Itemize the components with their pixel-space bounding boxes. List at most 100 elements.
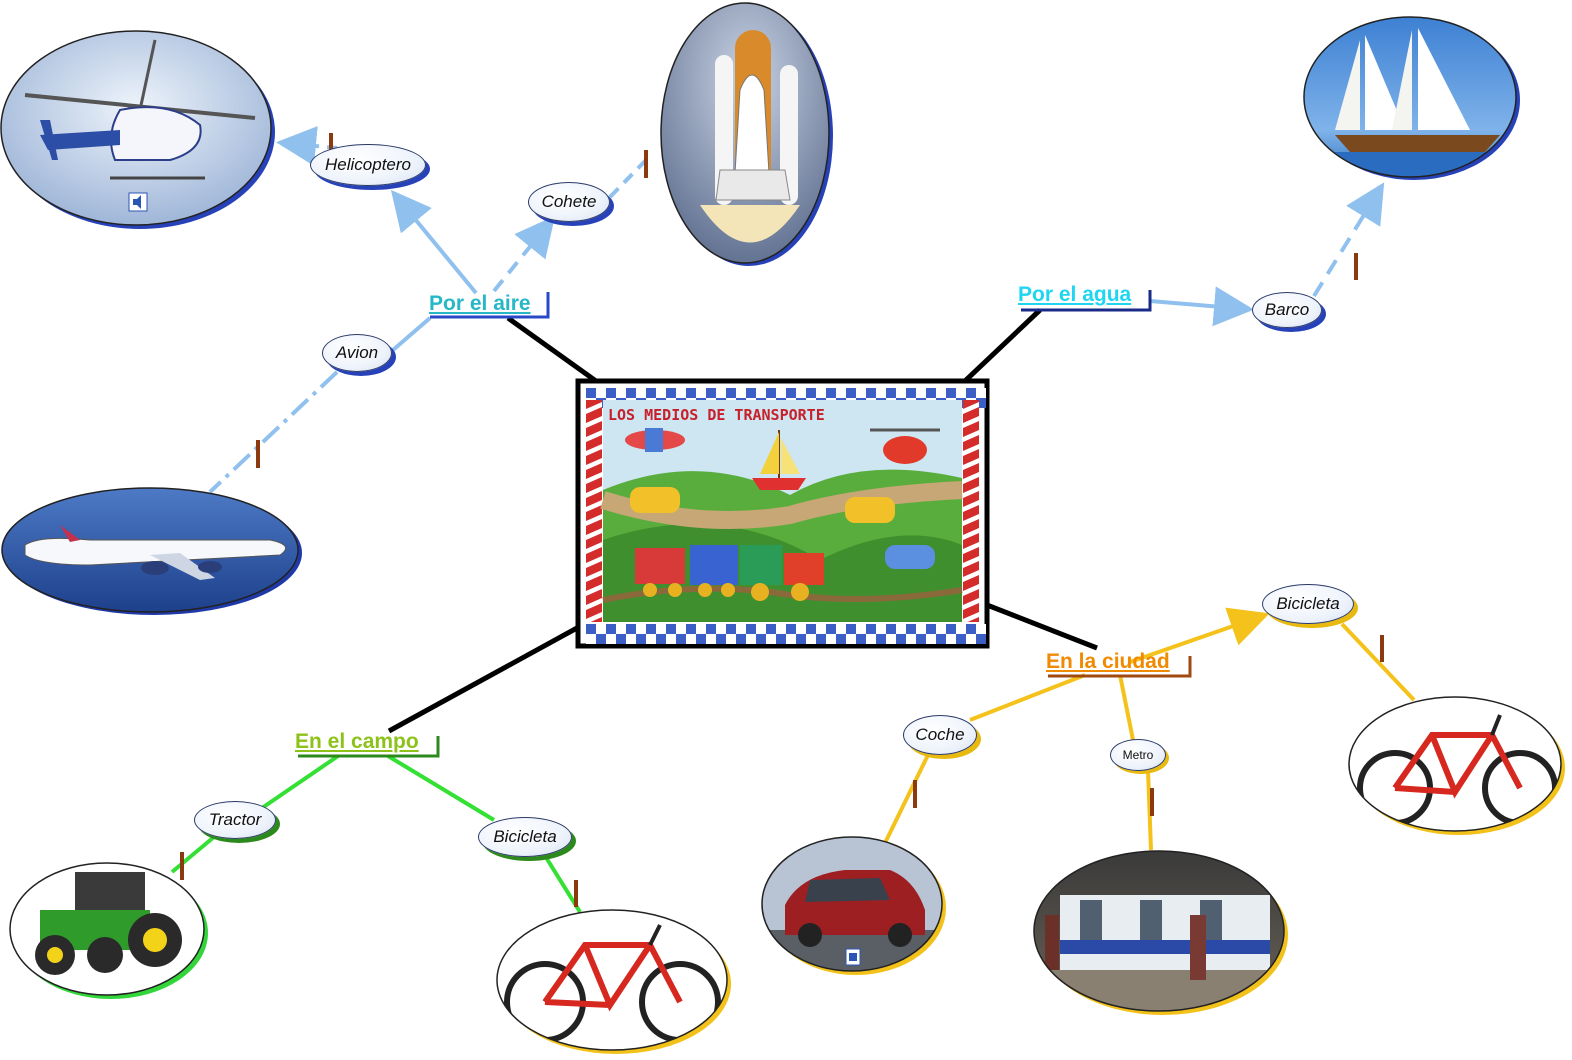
branch-en-el-campo[interactable]: En el campo xyxy=(295,730,419,753)
stripe xyxy=(963,570,979,582)
checker-square xyxy=(976,398,986,408)
air-branch-lines xyxy=(208,126,650,494)
checker-square xyxy=(906,624,916,634)
checker-square xyxy=(966,388,976,398)
checker-square xyxy=(896,624,906,634)
branch-por-el-agua[interactable]: Por el agua xyxy=(1018,283,1132,306)
central-connectors xyxy=(387,308,1098,734)
stripe xyxy=(586,598,602,610)
branch-en-la-ciudad[interactable]: En la ciudad xyxy=(1046,650,1170,673)
checker-square xyxy=(816,624,826,634)
checker-square xyxy=(606,388,616,398)
checker-square xyxy=(786,388,796,398)
stripe xyxy=(586,472,602,484)
checker-square xyxy=(976,388,986,398)
toy-boat xyxy=(752,430,806,490)
toy-plane xyxy=(625,428,685,452)
checker-square xyxy=(876,634,886,644)
checker-square xyxy=(826,624,836,634)
node-barco[interactable]: Barco xyxy=(1252,292,1322,328)
checker-square xyxy=(676,634,686,644)
branch-por-el-aire[interactable]: Por el aire xyxy=(429,292,531,315)
checker-square xyxy=(876,388,886,398)
helicopter-photo[interactable] xyxy=(0,30,275,229)
stripe xyxy=(963,458,979,470)
node-cohete[interactable]: Cohete xyxy=(528,182,610,222)
checker-square xyxy=(956,388,966,398)
stripe xyxy=(586,514,602,526)
node-metro[interactable]: Metro xyxy=(1110,739,1166,771)
checker-square xyxy=(856,624,866,634)
car-photo[interactable] xyxy=(761,836,946,975)
stripe xyxy=(963,500,979,512)
checker-square xyxy=(866,388,876,398)
airliner-photo[interactable] xyxy=(0,485,302,615)
checker-square xyxy=(946,624,956,634)
checker-square xyxy=(866,624,876,634)
checker-square xyxy=(726,634,736,644)
link-markers xyxy=(180,133,1384,907)
stripe xyxy=(963,402,979,414)
checker-square xyxy=(786,634,796,644)
checker-square xyxy=(946,634,956,644)
node-label: Bicicleta xyxy=(1276,594,1340,613)
node-coche[interactable]: Coche xyxy=(903,715,977,755)
checker-square xyxy=(816,634,826,644)
checker-square xyxy=(896,634,906,644)
node-avion[interactable]: Avion xyxy=(322,334,392,372)
checker-square xyxy=(936,388,946,398)
stripe xyxy=(963,472,979,484)
stripe xyxy=(963,416,979,428)
node-label: Barco xyxy=(1264,300,1310,319)
checker-square xyxy=(686,624,696,634)
mountain-bike-photo-city[interactable] xyxy=(1348,696,1565,837)
node-helicoptero[interactable]: Helicoptero xyxy=(310,144,426,186)
checker-square xyxy=(846,634,856,644)
checker-square xyxy=(966,624,976,634)
node-tractor[interactable]: Tractor xyxy=(194,801,276,839)
mountain-bike-photo[interactable] xyxy=(495,909,731,1055)
checker-square xyxy=(756,634,766,644)
node-label: Tractor xyxy=(208,810,262,829)
checker-square xyxy=(916,624,926,634)
checker-square xyxy=(706,388,716,398)
checker-square xyxy=(746,624,756,634)
toy-police-car xyxy=(885,545,935,569)
stripe xyxy=(586,570,602,582)
sailing-ship-photo[interactable] xyxy=(1300,15,1520,182)
node-label: Coche xyxy=(915,725,965,744)
central-image[interactable]: LOS MEDIOS DE TRANSPORTE xyxy=(575,378,990,649)
central-title: LOS MEDIOS DE TRANSPORTE xyxy=(608,406,825,424)
checker-square xyxy=(976,634,986,644)
checker-square xyxy=(736,388,746,398)
speaker-icon[interactable] xyxy=(128,192,148,212)
checker-square xyxy=(586,388,596,398)
stripe xyxy=(586,444,602,456)
checker-square xyxy=(976,624,986,634)
film-icon[interactable] xyxy=(845,948,861,966)
stripe xyxy=(586,584,602,596)
metro-station-photo[interactable] xyxy=(1033,850,1288,1016)
checker-square xyxy=(926,388,936,398)
node-bicicleta-campo[interactable]: Bicicleta xyxy=(478,817,572,857)
checker-square xyxy=(656,634,666,644)
checker-square xyxy=(856,634,866,644)
stripe xyxy=(963,444,979,456)
checker-square xyxy=(866,634,876,644)
node-bicicleta-ciudad[interactable]: Bicicleta xyxy=(1262,584,1354,624)
tractor-photo[interactable] xyxy=(9,862,210,999)
checker-square xyxy=(796,624,806,634)
checker-square xyxy=(636,388,646,398)
checker-square xyxy=(956,624,966,634)
checker-square xyxy=(616,388,626,398)
stripe xyxy=(586,528,602,540)
space-shuttle-photo[interactable] xyxy=(660,0,835,270)
checker-square xyxy=(746,634,756,644)
stripe xyxy=(963,486,979,498)
stripe xyxy=(963,584,979,596)
checker-square xyxy=(906,388,916,398)
checker-square xyxy=(686,634,696,644)
node-label: Cohete xyxy=(541,192,597,211)
node-label: Metro xyxy=(1122,748,1154,762)
checker-square xyxy=(766,624,776,634)
